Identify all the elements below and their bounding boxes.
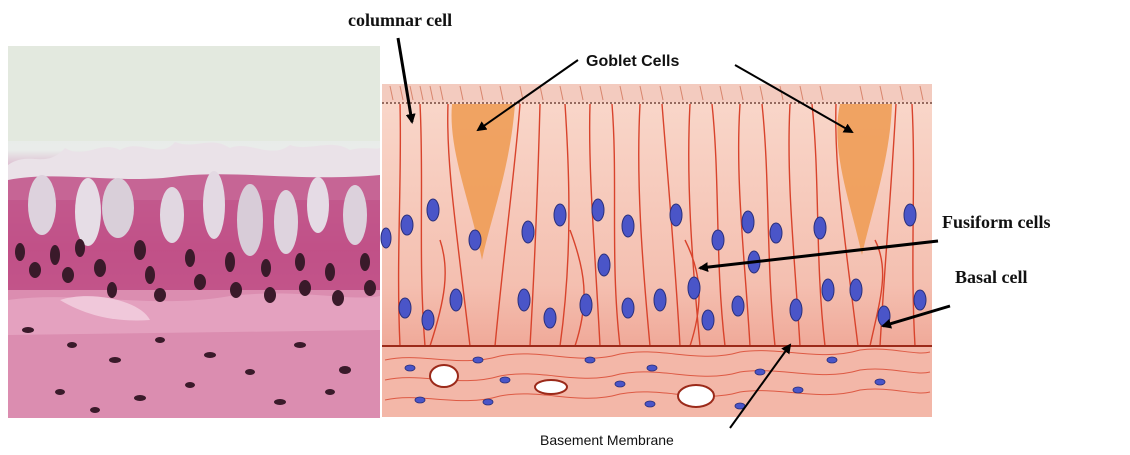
goblet-cells-label: Goblet Cells	[586, 53, 679, 70]
fusiform-cells-label: Fusiform cells	[942, 212, 1050, 232]
columnar-cell-label: columnar cell	[348, 10, 452, 30]
micrograph-illustration	[8, 46, 380, 418]
basement-membrane-label: Basement Membrane	[540, 432, 674, 448]
basal-cell-label: Basal cell	[955, 267, 1028, 287]
